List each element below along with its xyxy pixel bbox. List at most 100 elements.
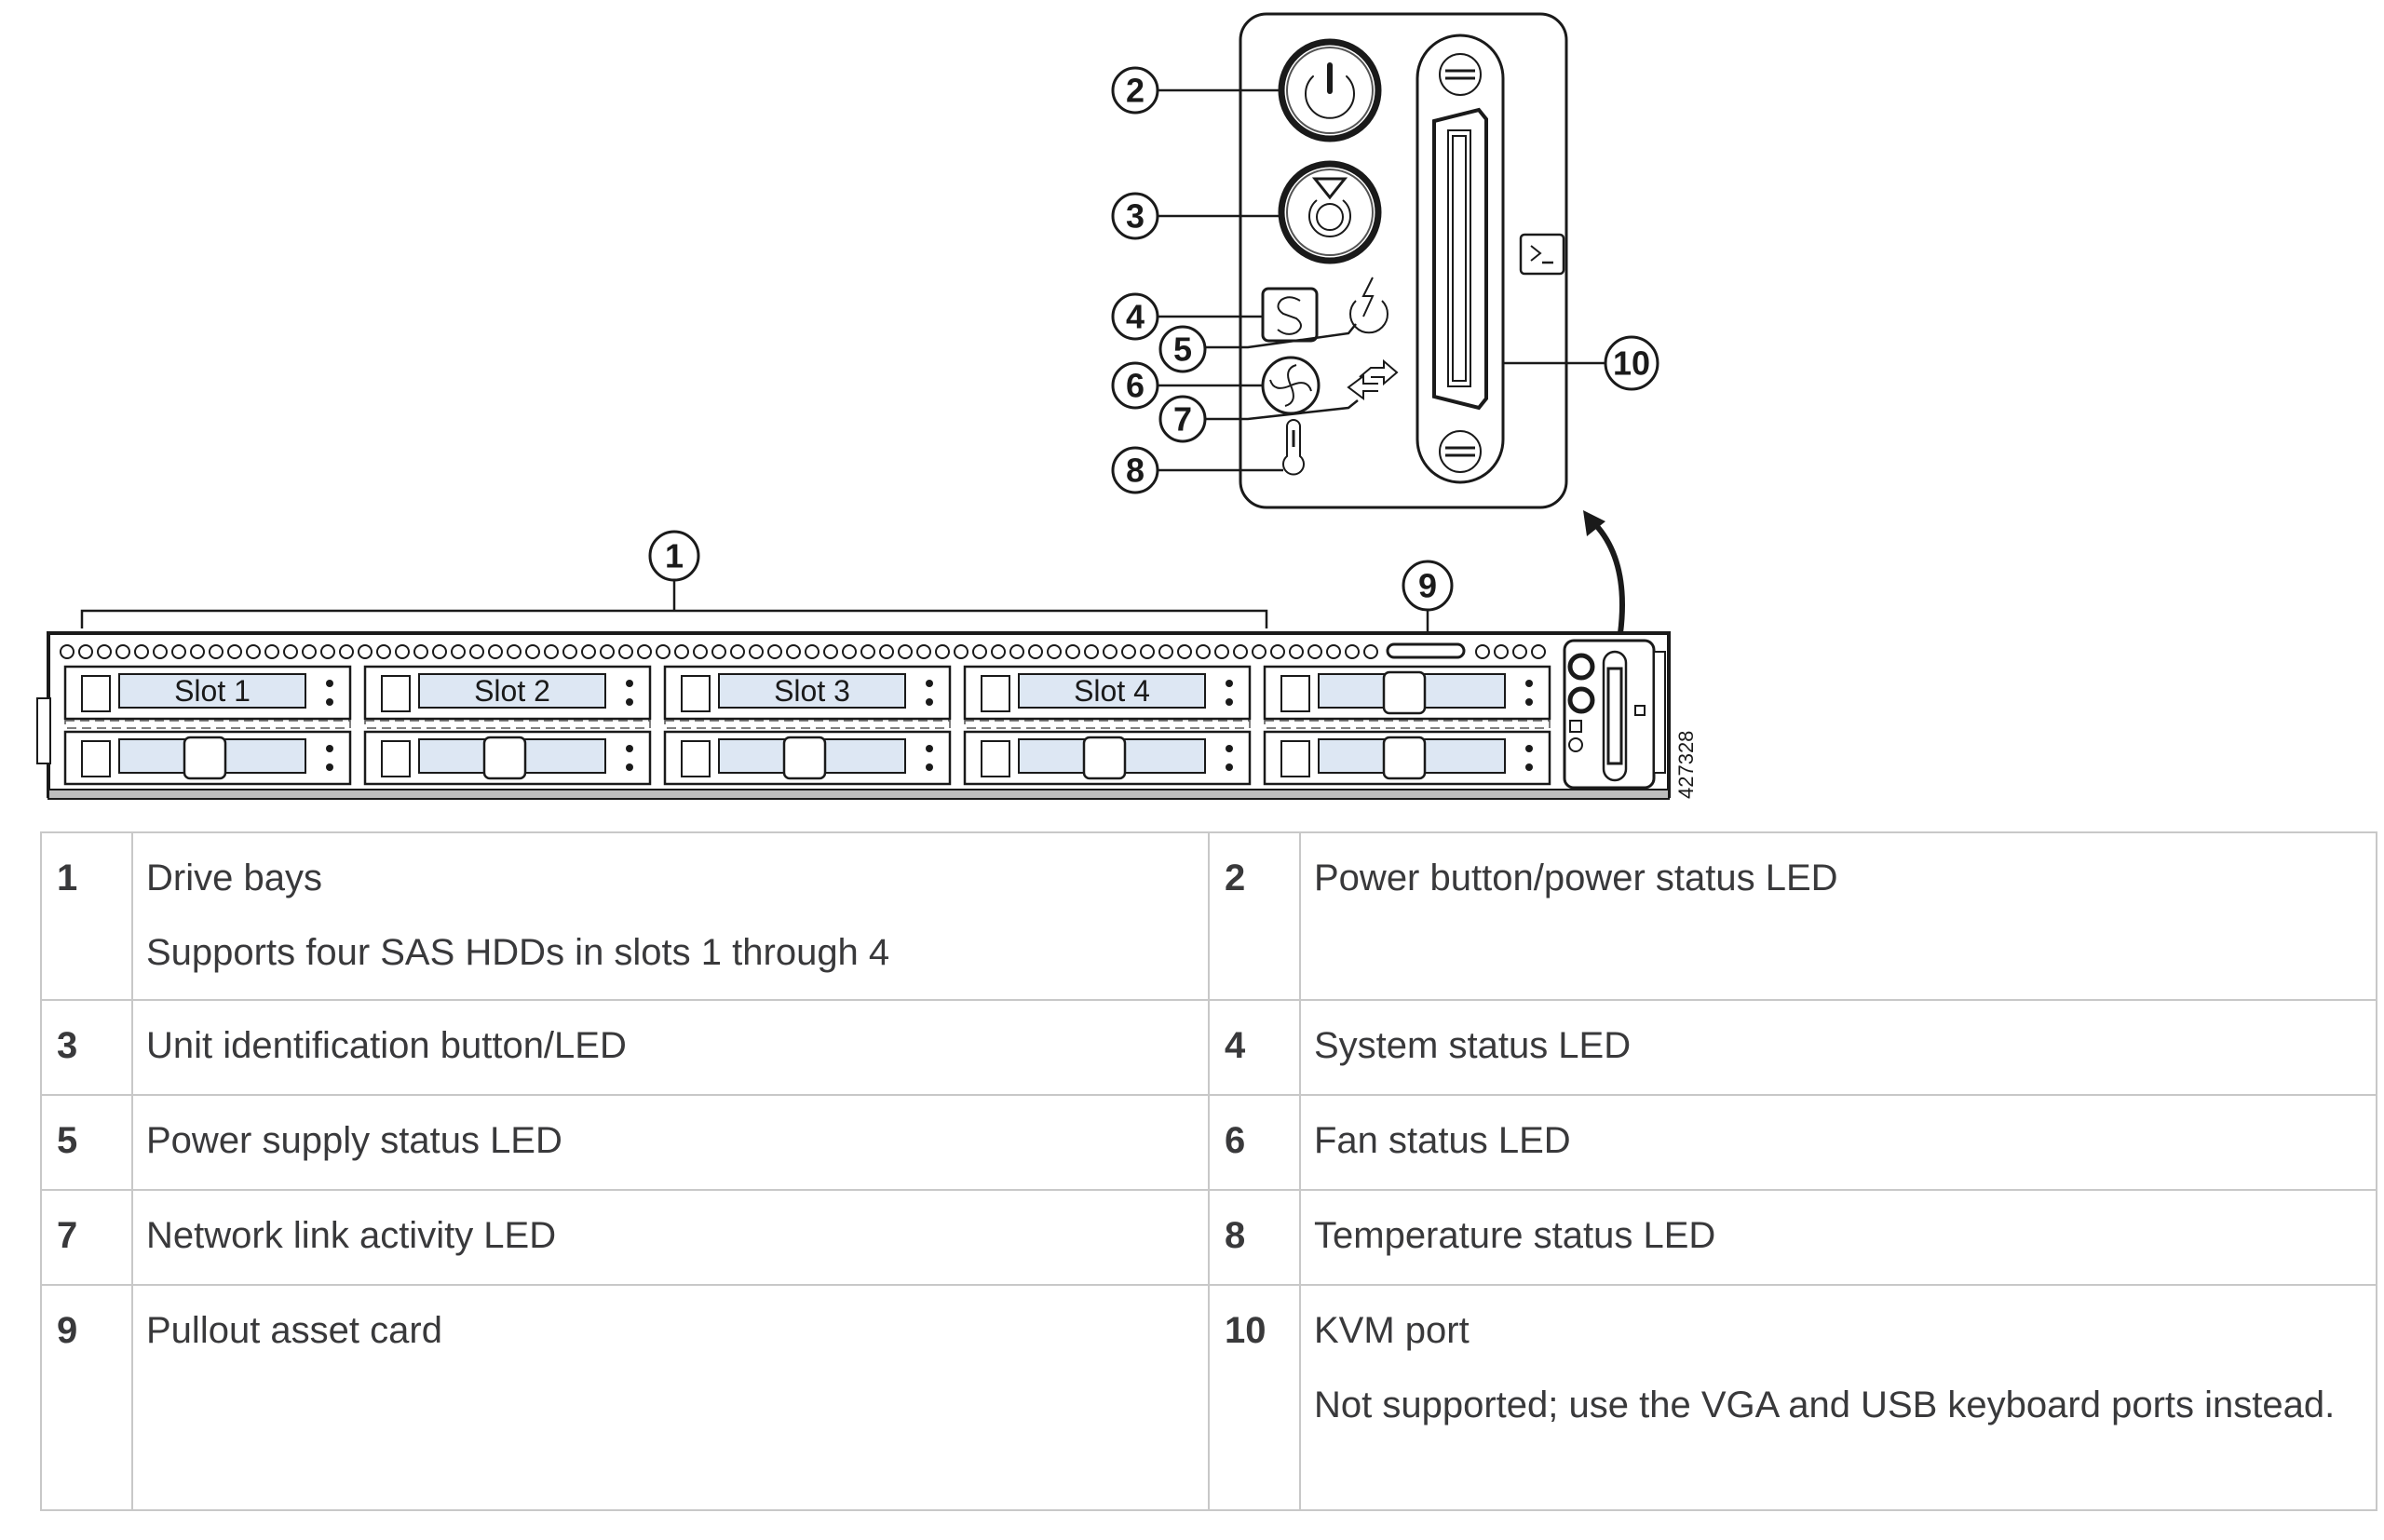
callout-1: 1 xyxy=(648,530,700,582)
item-number: 10 xyxy=(1208,1284,1301,1511)
item-number: 3 xyxy=(40,999,133,1096)
item-description: Drive bays Supports four SAS HDDs in slo… xyxy=(131,831,1210,1001)
vent-hole xyxy=(264,644,279,659)
svg-text:10: 10 xyxy=(1613,344,1650,383)
svg-text:2: 2 xyxy=(1126,72,1145,110)
callout-8: 8 xyxy=(1111,446,1159,494)
svg-text:4: 4 xyxy=(1126,298,1145,336)
vent-hole xyxy=(991,644,1006,659)
drive-bay xyxy=(1263,730,1551,786)
vent-hole xyxy=(693,644,708,659)
vent-hole xyxy=(432,644,447,659)
vent-hole xyxy=(823,644,838,659)
item-description: Temperature status LED xyxy=(1299,1189,2377,1286)
item-title: Drive bays xyxy=(146,858,322,898)
vent-hole xyxy=(469,644,484,659)
vent-hole xyxy=(1103,644,1118,659)
vent-hole xyxy=(1531,644,1546,659)
svg-text:1: 1 xyxy=(665,537,684,575)
power-button xyxy=(1278,38,1382,142)
item-description: Pullout asset card xyxy=(131,1284,1210,1511)
vent-hole xyxy=(1307,644,1322,659)
vent-hole xyxy=(1158,644,1173,659)
item-title: Unit identification button/LED xyxy=(146,1025,627,1066)
system-status-s-icon xyxy=(1261,287,1319,343)
item-title: Network link activity LED xyxy=(146,1215,557,1256)
item-description: KVM port Not supported; use the VGA and … xyxy=(1299,1284,2377,1511)
pullout-asset-card xyxy=(1386,642,1466,659)
vent-hole xyxy=(395,644,410,659)
table-row: 3 Unit identification button/LED 4 Syste… xyxy=(40,999,2377,1096)
vent-hole xyxy=(1475,644,1490,659)
drive-bay xyxy=(1263,665,1551,721)
vent-hole xyxy=(730,644,745,659)
vent-hole xyxy=(954,644,968,659)
unit-identification-icon xyxy=(1308,177,1351,237)
vent-hole xyxy=(78,644,93,659)
table-row: 7 Network link activity LED 8 Temperatur… xyxy=(40,1189,2377,1286)
vent-hole xyxy=(562,644,577,659)
vent-hole xyxy=(916,644,931,659)
item-description: System status LED xyxy=(1299,999,2377,1096)
vent-hole xyxy=(1028,644,1043,659)
vent-hole xyxy=(171,644,186,659)
vent-hole xyxy=(1289,644,1304,659)
vent-hole xyxy=(320,644,335,659)
vent-hole xyxy=(879,644,894,659)
vent-hole xyxy=(581,644,596,659)
vent-hole xyxy=(674,644,689,659)
vent-hole xyxy=(339,644,354,659)
item-title: Fan status LED xyxy=(1314,1120,1571,1161)
vent-hole xyxy=(246,644,261,659)
vent-hole xyxy=(1177,644,1192,659)
vent-hole xyxy=(1047,644,1062,659)
vent-hole xyxy=(413,644,428,659)
vent-hole xyxy=(1009,644,1024,659)
vent-hole xyxy=(227,644,242,659)
drive-bay: Slot 2 xyxy=(363,665,652,721)
vent-hole xyxy=(1494,644,1509,659)
drive-bay: Slot 3 xyxy=(663,665,952,721)
vent-hole xyxy=(860,644,875,659)
table-row: 1 Drive bays Supports four SAS HDDs in s… xyxy=(40,831,2377,1001)
item-title: Power supply status LED xyxy=(146,1120,562,1161)
vent-hole xyxy=(972,644,987,659)
svg-text:6: 6 xyxy=(1126,367,1145,405)
vent-hole xyxy=(656,644,670,659)
drive-latch xyxy=(1382,736,1427,780)
vent-hole xyxy=(786,644,801,659)
svg-text:7: 7 xyxy=(1173,400,1192,439)
vent-hole xyxy=(637,644,652,659)
callout-5: 5 xyxy=(1158,325,1207,373)
drive-latch xyxy=(1382,670,1427,715)
drive-latch xyxy=(183,736,227,780)
console-prompt-icon xyxy=(1519,233,1565,276)
drive-bay: Slot 4 xyxy=(963,665,1252,721)
vent-hole xyxy=(451,644,466,659)
vent-hole xyxy=(1252,644,1266,659)
control-panel-detail xyxy=(1239,12,1568,509)
vent-hole xyxy=(1326,644,1341,659)
item-description: Fan status LED xyxy=(1299,1094,2377,1191)
vent-hole xyxy=(302,644,317,659)
drive-bay xyxy=(963,730,1252,786)
vent-hole xyxy=(711,644,726,659)
kvm-port xyxy=(1416,34,1505,484)
vent-hole xyxy=(1345,644,1360,659)
callout-4: 4 xyxy=(1111,292,1159,341)
item-number: 7 xyxy=(40,1189,133,1286)
item-description: Unit identification button/LED xyxy=(131,999,1210,1096)
drive-slot-label: Slot 4 xyxy=(1074,674,1150,708)
vent-hole xyxy=(935,644,950,659)
vent-hole xyxy=(358,644,372,659)
vent-hole xyxy=(898,644,913,659)
drive-slot-label: Slot 2 xyxy=(474,674,550,708)
zoom-arrow xyxy=(1583,510,1625,634)
vent-hole xyxy=(749,644,764,659)
callout-2: 2 xyxy=(1111,66,1159,115)
vent-hole xyxy=(115,644,130,659)
item-number: 1 xyxy=(40,831,133,1001)
item-number: 6 xyxy=(1208,1094,1301,1191)
network-link-arrows-icon xyxy=(1347,358,1399,400)
